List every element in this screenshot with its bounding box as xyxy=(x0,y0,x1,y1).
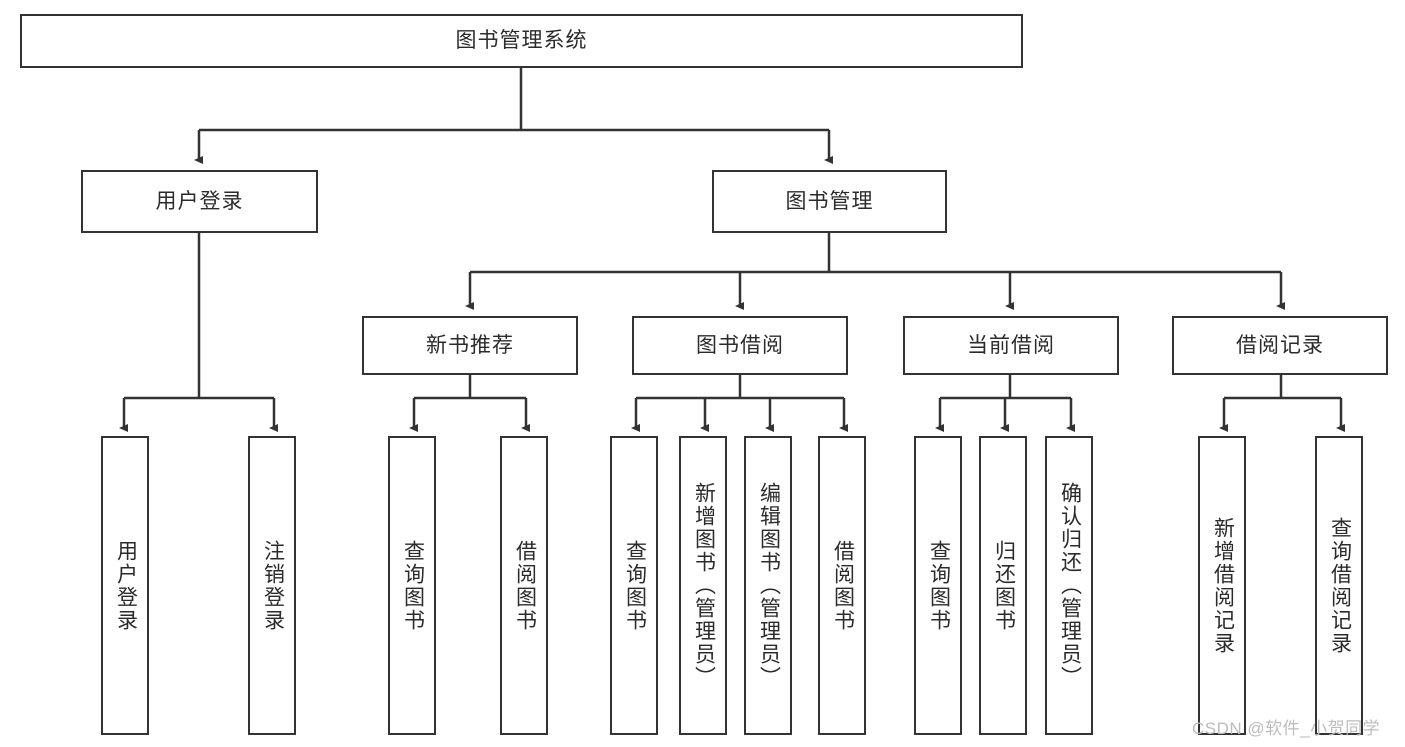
node-label: 新书推荐 xyxy=(426,333,514,357)
node-label: 图书管理系统 xyxy=(455,29,588,53)
leaf-edit-book-admin[interactable]: 编辑图书（管理员） xyxy=(744,436,792,735)
node-label: 归还图书 xyxy=(992,539,1016,632)
node-label: 借阅记录 xyxy=(1236,333,1324,357)
node-label: 借阅图书 xyxy=(831,539,855,632)
node-new-book-recommend[interactable]: 新书推荐 xyxy=(362,316,578,375)
node-label: 用户登录 xyxy=(155,189,244,213)
node-book-borrow[interactable]: 图书借阅 xyxy=(632,316,848,375)
node-label: 新增图书（管理员） xyxy=(692,482,716,689)
leaf-borrow-book-recommend[interactable]: 借阅图书 xyxy=(500,436,548,735)
node-label: 当前借阅 xyxy=(967,333,1055,357)
leaf-query-book-borrow[interactable]: 查询图书 xyxy=(610,436,658,735)
node-label: 借阅图书 xyxy=(513,539,537,632)
leaf-add-book-admin[interactable]: 新增图书（管理员） xyxy=(679,436,727,735)
leaf-user-login[interactable]: 用户登录 xyxy=(101,436,149,735)
node-label: 图书管理 xyxy=(785,189,874,213)
node-user-login[interactable]: 用户登录 xyxy=(81,170,318,233)
leaf-query-book-current[interactable]: 查询图书 xyxy=(914,436,962,735)
leaf-query-borrow-record[interactable]: 查询借阅记录 xyxy=(1315,436,1363,735)
node-label: 确认归还（管理员） xyxy=(1058,482,1082,689)
node-label: 图书借阅 xyxy=(696,333,784,357)
leaf-query-book-recommend[interactable]: 查询图书 xyxy=(388,436,436,735)
node-label: 查询图书 xyxy=(623,539,647,632)
node-label: 查询图书 xyxy=(927,539,951,632)
node-label: 编辑图书（管理员） xyxy=(757,482,781,689)
node-label: 新增借阅记录 xyxy=(1211,516,1235,655)
node-label: 查询图书 xyxy=(401,539,425,632)
leaf-add-borrow-record[interactable]: 新增借阅记录 xyxy=(1198,436,1246,735)
watermark-text: CSDN @软件_小贺同学 xyxy=(1192,719,1381,738)
leaf-confirm-return-admin[interactable]: 确认归还（管理员） xyxy=(1045,436,1093,735)
node-label: 查询借阅记录 xyxy=(1328,516,1352,655)
node-borrow-records[interactable]: 借阅记录 xyxy=(1172,316,1388,375)
node-root-system[interactable]: 图书管理系统 xyxy=(20,14,1023,68)
node-current-borrow[interactable]: 当前借阅 xyxy=(903,316,1119,375)
leaf-return-book[interactable]: 归还图书 xyxy=(979,436,1027,735)
leaf-logout[interactable]: 注销登录 xyxy=(248,436,296,735)
node-book-management[interactable]: 图书管理 xyxy=(712,170,947,233)
node-label: 注销登录 xyxy=(261,539,285,632)
node-label: 用户登录 xyxy=(114,539,138,632)
leaf-borrow-book[interactable]: 借阅图书 xyxy=(818,436,866,735)
